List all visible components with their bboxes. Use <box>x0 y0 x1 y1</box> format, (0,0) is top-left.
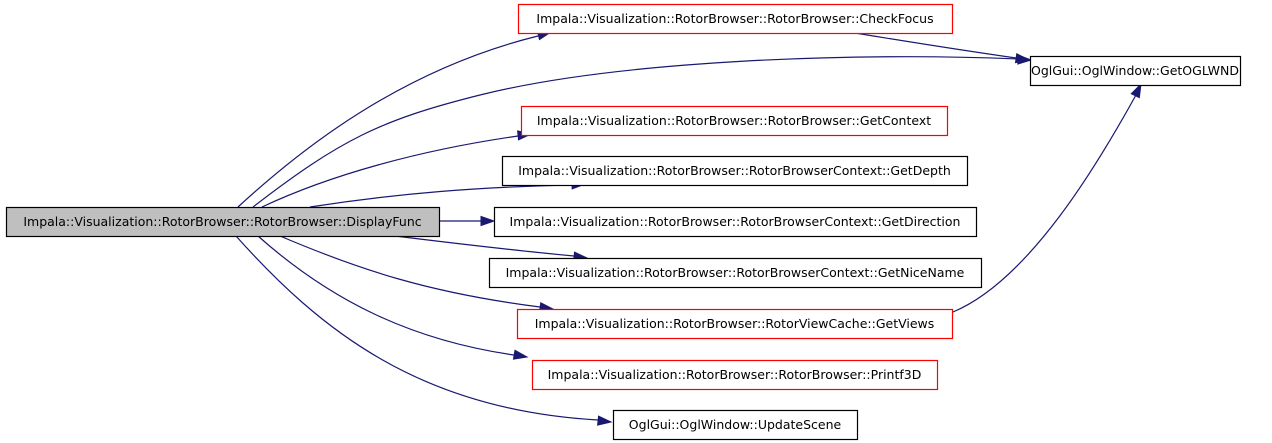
edge-displayfunc-to-getdepth <box>309 184 573 208</box>
node-displayfunc[interactable]: Impala::Visualization::RotorBrowser::Rot… <box>5 206 441 238</box>
node-label-getnicename: Impala::Visualization::RotorBrowser::Rot… <box>506 265 965 280</box>
edge-displayfunc-to-printf3d <box>257 235 515 356</box>
node-box-getdepth[interactable] <box>501 155 969 187</box>
edge-displayfunc-to-updatescene <box>235 235 599 421</box>
node-label-displayfunc: Impala::Visualization::RotorBrowser::Rot… <box>23 214 421 229</box>
node-box-getnicename[interactable] <box>488 257 983 289</box>
node-label-getoglwnd: OglGui::OglWindow::GetOGLWND <box>1031 63 1239 78</box>
node-box-updatescene[interactable] <box>612 409 859 441</box>
node-label-updatescene: OglGui::OglWindow::UpdateScene <box>629 417 842 432</box>
node-label-getviews: Impala::Visualization::RotorBrowser::Rot… <box>535 316 935 331</box>
edge-displayfunc-to-getviews <box>279 235 541 308</box>
node-box-printf3d[interactable] <box>531 359 939 391</box>
node-getoglwnd[interactable]: OglGui::OglWindow::GetOGLWND <box>1029 55 1242 87</box>
node-getcontext[interactable]: Impala::Visualization::RotorBrowser::Rot… <box>520 105 949 137</box>
edge-displayfunc-to-getcontext <box>261 135 519 208</box>
edge-displayfunc-to-getoglwnd <box>252 56 1019 208</box>
node-label-printf3d: Impala::Visualization::RotorBrowser::Rot… <box>548 367 922 382</box>
node-box-checkfocus[interactable] <box>517 3 954 35</box>
node-getnicename[interactable]: Impala::Visualization::RotorBrowser::Rot… <box>488 257 983 289</box>
arrowhead-displayfunc-to-getdirection <box>480 215 496 227</box>
node-updatescene[interactable]: OglGui::OglWindow::UpdateScene <box>612 409 859 441</box>
node-box-getviews[interactable] <box>516 308 954 340</box>
node-box-displayfunc[interactable] <box>5 206 441 238</box>
edge-getviews-to-getoglwnd <box>952 94 1137 313</box>
edge-checkfocus-to-getoglwnd <box>854 32 1017 59</box>
node-checkfocus[interactable]: Impala::Visualization::RotorBrowser::Rot… <box>517 3 954 35</box>
arrowhead-displayfunc-to-printf3d <box>512 349 529 360</box>
arrowhead-displayfunc-to-updatescene <box>597 415 613 426</box>
edge-displayfunc-to-getnicename <box>394 235 575 257</box>
node-printf3d[interactable]: Impala::Visualization::RotorBrowser::Rot… <box>531 359 939 391</box>
node-getdepth[interactable]: Impala::Visualization::RotorBrowser::Rot… <box>501 155 969 187</box>
node-getdirection[interactable]: Impala::Visualization::RotorBrowser::Rot… <box>493 206 978 238</box>
node-label-getdepth: Impala::Visualization::RotorBrowser::Rot… <box>518 163 951 178</box>
node-label-checkfocus: Impala::Visualization::RotorBrowser::Rot… <box>536 11 933 26</box>
node-label-getcontext: Impala::Visualization::RotorBrowser::Rot… <box>537 113 931 128</box>
arrowhead-checkfocus-to-getoglwnd <box>1014 52 1031 64</box>
node-box-getcontext[interactable] <box>520 105 949 137</box>
node-label-getdirection: Impala::Visualization::RotorBrowser::Rot… <box>510 214 961 229</box>
node-box-getoglwnd[interactable] <box>1029 55 1242 87</box>
node-getviews[interactable]: Impala::Visualization::RotorBrowser::Rot… <box>516 308 954 340</box>
node-box-getdirection[interactable] <box>493 206 978 238</box>
arrowhead-getviews-to-getoglwnd <box>1130 82 1142 99</box>
edge-displayfunc-to-checkfocus <box>237 35 539 208</box>
node-layer: Impala::Visualization::RotorBrowser::Rot… <box>5 3 1242 441</box>
